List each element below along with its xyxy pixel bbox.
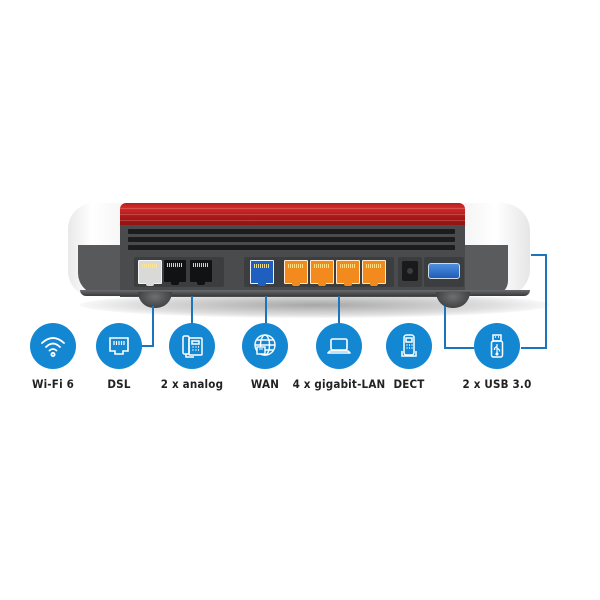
usb-panel: [424, 257, 464, 287]
feature-dect: DECT: [361, 323, 457, 391]
network-port-panel: [244, 257, 394, 287]
connector-line-wan: [265, 296, 267, 328]
connector-line-usb-left-h: [444, 347, 474, 349]
lan-port-1: [284, 260, 308, 286]
connector-line-analog: [191, 296, 193, 328]
wan-port: [250, 260, 274, 286]
dsl-port-icon: [96, 323, 142, 369]
feature-lan: 4 x gigabit-LAN: [291, 323, 387, 391]
feature-label: 2 x analog: [160, 377, 224, 391]
feature-label: DSL: [107, 377, 131, 391]
connector-line-usb-right-h: [521, 347, 547, 349]
feature-label: 4 x gigabit-LAN: [292, 377, 386, 391]
lan-port-2: [310, 260, 334, 286]
router-bottom-edge: [80, 290, 530, 296]
lan-port-4: [362, 260, 386, 286]
feature-label: WAN: [250, 377, 280, 391]
vent-slot: [128, 237, 455, 242]
feature-dsl: DSL: [71, 323, 167, 391]
router-foot-left: [138, 292, 172, 308]
phone-port-panel: [134, 257, 224, 287]
power-jack: [402, 261, 418, 281]
feature-analog: 2 x analog: [144, 323, 240, 391]
dsl-port: [138, 260, 162, 286]
laptop-icon: [316, 323, 362, 369]
router-rear-panel: [120, 225, 465, 297]
connector-line-usb-right: [545, 254, 547, 349]
connector-line-lan: [338, 296, 340, 328]
connector-line-usb-left: [444, 306, 446, 348]
phone-icon: [169, 323, 215, 369]
router-foot-right: [436, 292, 470, 308]
usb-port: [428, 263, 460, 279]
analog-port-1: [164, 260, 186, 285]
wifi-icon: [30, 323, 76, 369]
feature-label: Wi-Fi 6: [31, 377, 75, 391]
router-left-endcap-base: [78, 245, 128, 295]
feature-usb: 2 x USB 3.0: [449, 323, 545, 391]
dect-phone-icon: [386, 323, 432, 369]
feature-wan: WAN: [217, 323, 313, 391]
connector-line-usb-right-top: [531, 254, 547, 256]
router-right-endcap-base: [462, 245, 508, 295]
vent-slot: [128, 245, 455, 250]
analog-port-2: [190, 260, 212, 285]
router-red-top: [120, 203, 465, 227]
feature-label: DECT: [393, 377, 425, 391]
power-panel: [398, 257, 422, 287]
feature-label: 2 x USB 3.0: [462, 377, 532, 391]
connector-line-dsl-h: [140, 345, 154, 347]
usb-stick-icon: [474, 323, 520, 369]
globe-icon: [242, 323, 288, 369]
feature-wifi: Wi-Fi 6: [5, 323, 101, 391]
vent-slot: [128, 229, 455, 234]
connector-line-dsl: [152, 306, 154, 346]
lan-port-3: [336, 260, 360, 286]
